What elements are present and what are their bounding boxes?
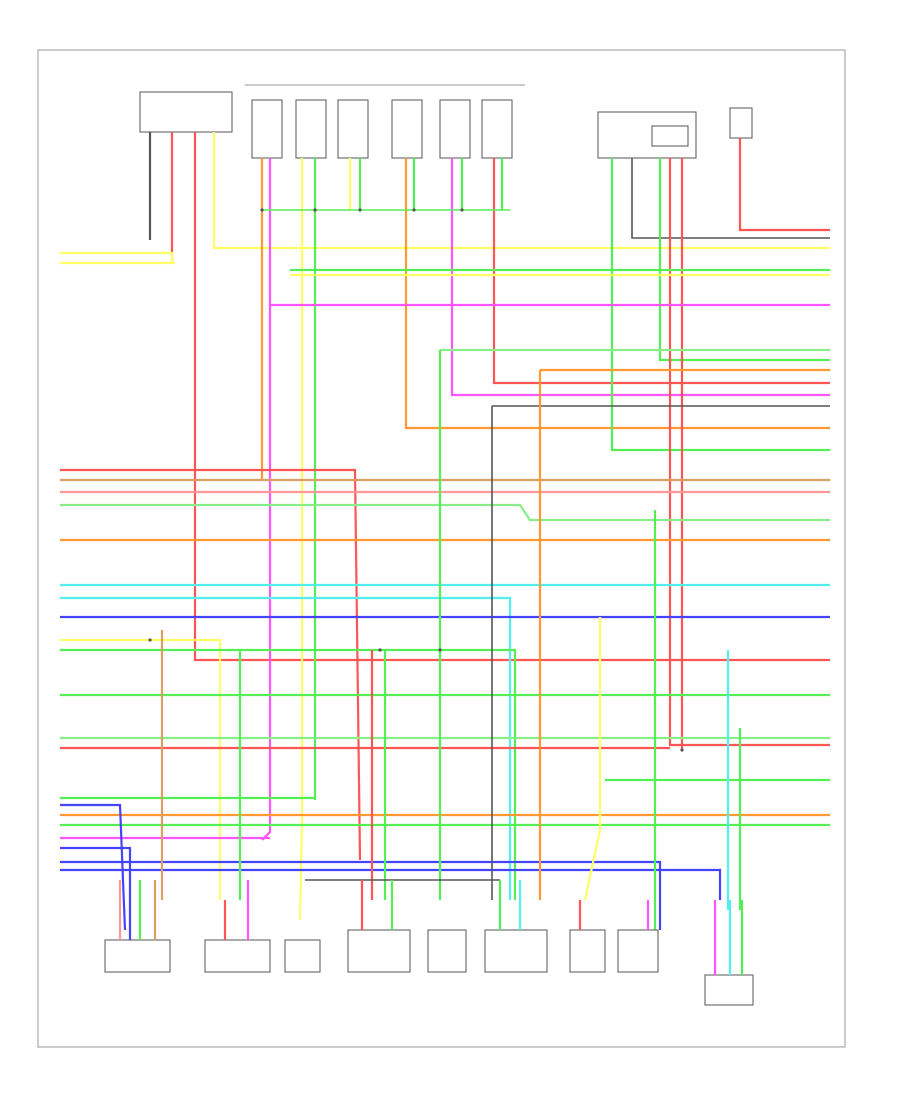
top-component-1 <box>139 91 233 133</box>
diagram-frame <box>37 49 846 1048</box>
top-component-9 <box>729 107 753 139</box>
top-component-8-inner <box>651 125 689 147</box>
connector-dots <box>148 208 684 752</box>
top-component-5 <box>391 99 423 159</box>
top-component-7 <box>481 99 513 159</box>
top-component-2 <box>251 99 283 159</box>
bottom-component-7 <box>569 929 606 973</box>
bottom-component-1 <box>104 939 171 973</box>
bottom-component-9 <box>704 974 754 1006</box>
top-components <box>139 91 753 159</box>
bottom-stubs <box>118 880 744 975</box>
top-component-3 <box>295 99 327 159</box>
bottom-component-8 <box>617 929 659 973</box>
bottom-component-3 <box>284 939 321 973</box>
bottom-component-5 <box>427 929 467 973</box>
bottom-component-6 <box>484 929 548 973</box>
bottom-component-4 <box>347 929 411 973</box>
wires <box>60 132 830 940</box>
bottom-component-2 <box>204 939 271 973</box>
top-component-6 <box>439 99 471 159</box>
top-component-4 <box>337 99 369 159</box>
bottom-components <box>104 929 754 1006</box>
